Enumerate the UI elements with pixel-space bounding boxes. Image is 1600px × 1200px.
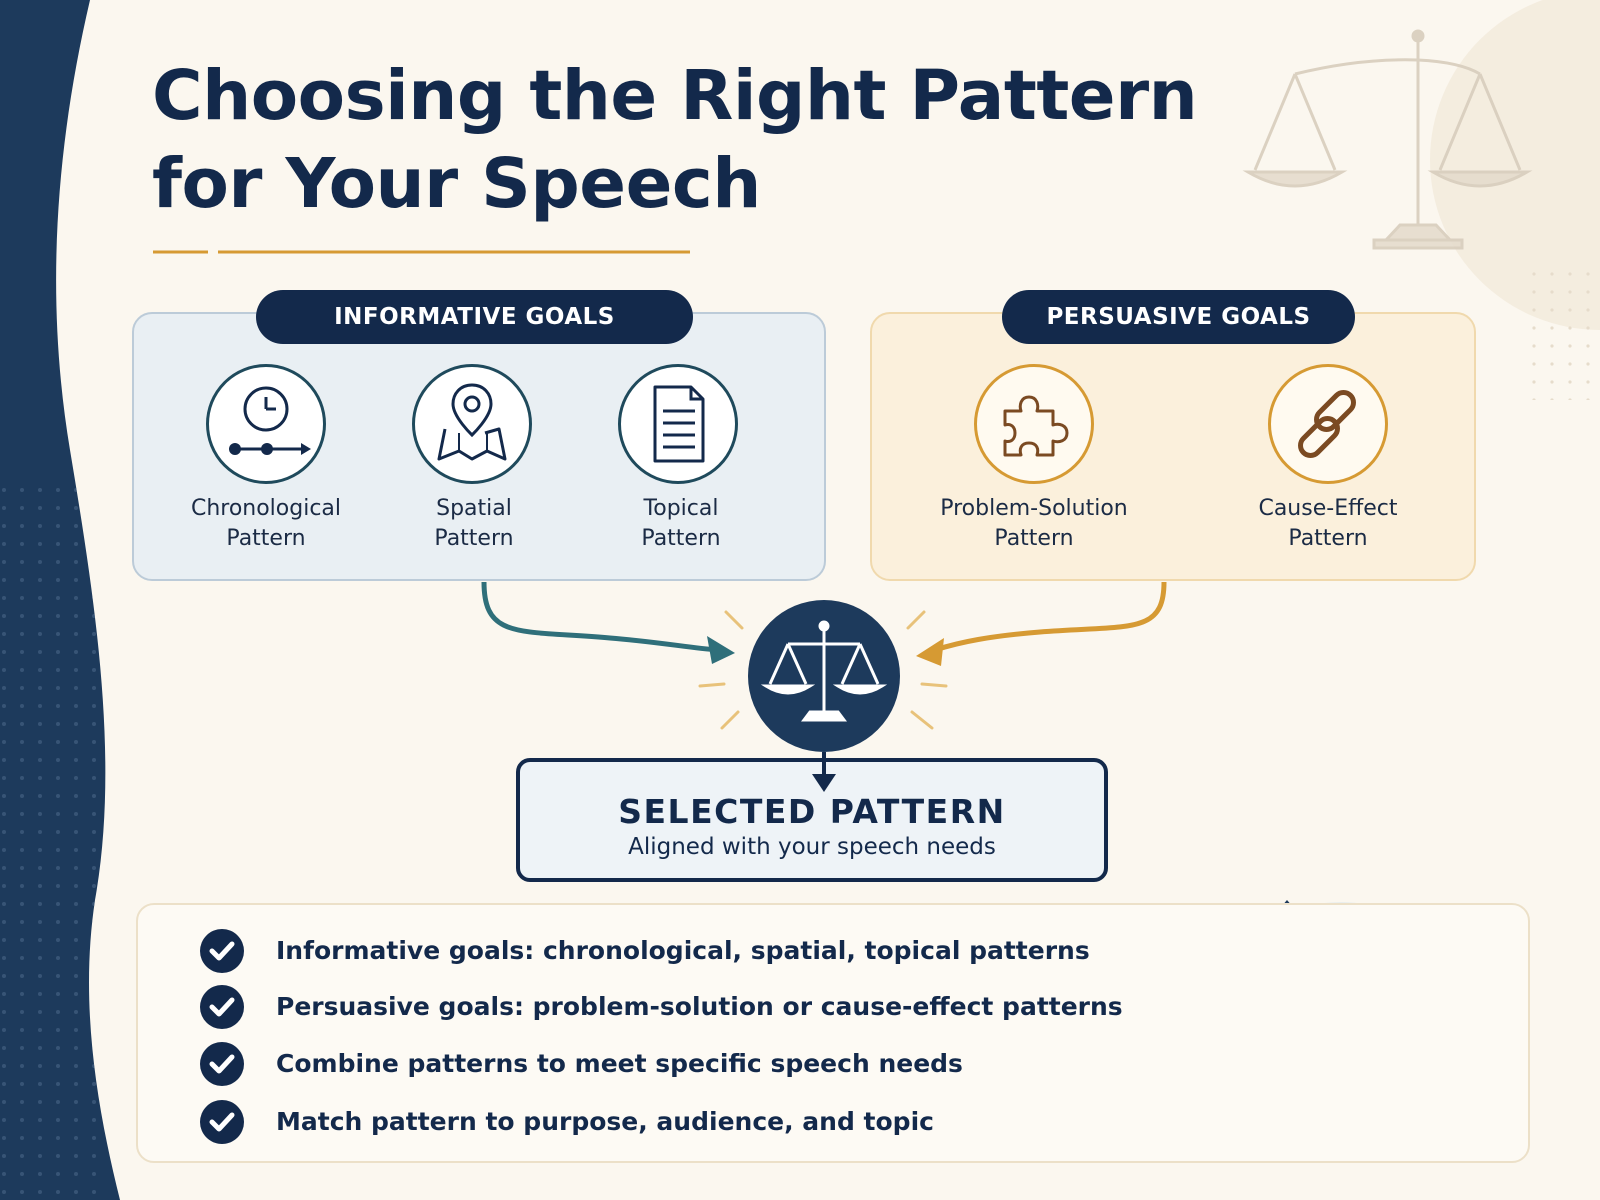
checklist-text: Informative goals: chronological, spatia… [276,936,1090,965]
chronological-pattern-icon [206,364,326,484]
cause-effect-pattern-label: Cause-Effect Pattern [1208,494,1448,554]
label-line-2: Pattern [226,526,306,551]
persuasive-goals-heading: PERSUASIVE GOALS [1002,290,1355,344]
checklist-text: Persuasive goals: problem-solution or ca… [276,992,1123,1021]
checkmark-icon [200,985,244,1029]
checkmark-icon [200,929,244,973]
label-line-2: Pattern [434,526,514,551]
checkmark-icon [200,1042,244,1086]
decorative-scale-icon [1242,29,1533,250]
selected-pattern-subtitle: Aligned with your speech needs [628,834,996,860]
title-line-2: for Your Speech [152,144,761,224]
topical-pattern-icon [618,364,738,484]
label-line-2: Pattern [641,526,721,551]
checkmark-icon [200,1100,244,1144]
chronological-pattern-label: Chronological Pattern [146,494,386,554]
checklist-text: Match pattern to purpose, audience, and … [276,1107,934,1136]
map-pin-icon [437,383,507,461]
selected-pattern-box: SELECTED PATTERN Aligned with your speec… [516,758,1108,882]
informative-goals-heading: INFORMATIVE GOALS [256,290,693,344]
label-line-2: Pattern [1288,526,1368,551]
clock-timeline-icon [229,386,311,455]
label-line-1: Problem-Solution [940,496,1128,521]
page-title: Choosing the Right Pattern for Your Spee… [152,52,1198,228]
problem-solution-pattern-icon [974,364,1094,484]
spatial-pattern-label: Spatial Pattern [354,494,594,554]
problem-solution-pattern-label: Problem-Solution Pattern [914,494,1154,554]
checklist-text: Combine patterns to meet specific speech… [276,1049,963,1078]
cause-effect-pattern-icon [1268,364,1388,484]
down-arrow-icon [812,752,836,792]
chain-link-icon [1298,390,1356,458]
label-line-1: Chronological [190,496,342,521]
label-line-1: Spatial [436,496,512,521]
topical-pattern-label: Topical Pattern [561,494,801,554]
document-icon [653,385,705,463]
puzzle-piece-icon [1003,395,1069,457]
label-line-1: Topical [643,496,719,521]
selected-pattern-title: SELECTED PATTERN [618,792,1006,831]
title-line-1: Choosing the Right Pattern [152,56,1198,136]
summary-checklist-box [136,903,1530,1163]
label-line-2: Pattern [994,526,1074,551]
label-line-1: Cause-Effect [1258,496,1398,521]
spatial-pattern-icon [412,364,532,484]
